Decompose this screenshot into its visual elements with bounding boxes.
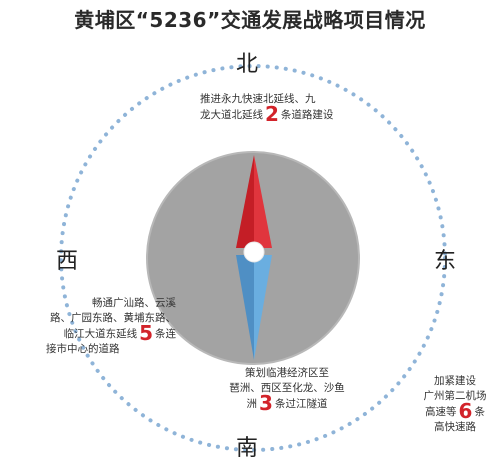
- note-north-line2-pre: 龙大道北延线: [200, 109, 263, 121]
- direction-west: 西: [56, 249, 79, 274]
- note-west-line4: 接市中心的道路: [46, 343, 120, 355]
- note-east-line3-pre: 高速等: [425, 406, 457, 418]
- needle-south-right: [254, 255, 272, 360]
- note-north-line2-post: 条道路建设: [280, 109, 334, 121]
- note-south-line2: 琶洲、西区至化龙、沙鱼: [229, 382, 345, 394]
- diagram-title: 黄埔区“5236”交通发展战略项目情况: [74, 8, 426, 32]
- needle-north-left: [236, 155, 254, 248]
- dotted-ring: [59, 64, 447, 452]
- needle-north-right: [254, 155, 272, 248]
- note-north-line1: 推进永九快速北延线、九: [200, 93, 316, 105]
- direction-north: 北: [236, 52, 259, 77]
- note-south-line3-post: 条过江隧道: [274, 398, 328, 410]
- direction-south: 南: [236, 436, 259, 461]
- note-west-line3-pre: 临江大道东延线: [63, 328, 138, 340]
- note-east-number: 6: [458, 399, 473, 423]
- note-south-line1: 策划临港经济区至: [245, 367, 329, 379]
- compass-disc-highlight: [146, 151, 360, 365]
- note-east-line3-post: 条: [474, 406, 485, 418]
- note-west-line1: 畅通广汕路、云溪: [92, 297, 176, 309]
- note-east-line1: 加紧建设: [434, 375, 476, 387]
- note-west-line2: 路、广园东路、黄埔东路、: [50, 312, 176, 324]
- note-west-number: 5: [139, 321, 153, 345]
- note-south-number: 3: [259, 391, 273, 415]
- note-east-line4: 高快速路: [434, 421, 476, 433]
- note-north-number: 2: [265, 102, 279, 126]
- direction-east: 东: [434, 249, 457, 274]
- needle-pivot: [243, 241, 265, 263]
- note-south-line3-pre: 洲: [246, 398, 258, 410]
- needle-south-left: [236, 255, 254, 360]
- note-east-line2: 广州第二机场: [423, 390, 487, 402]
- note-west-line3-post: 条连: [155, 328, 176, 340]
